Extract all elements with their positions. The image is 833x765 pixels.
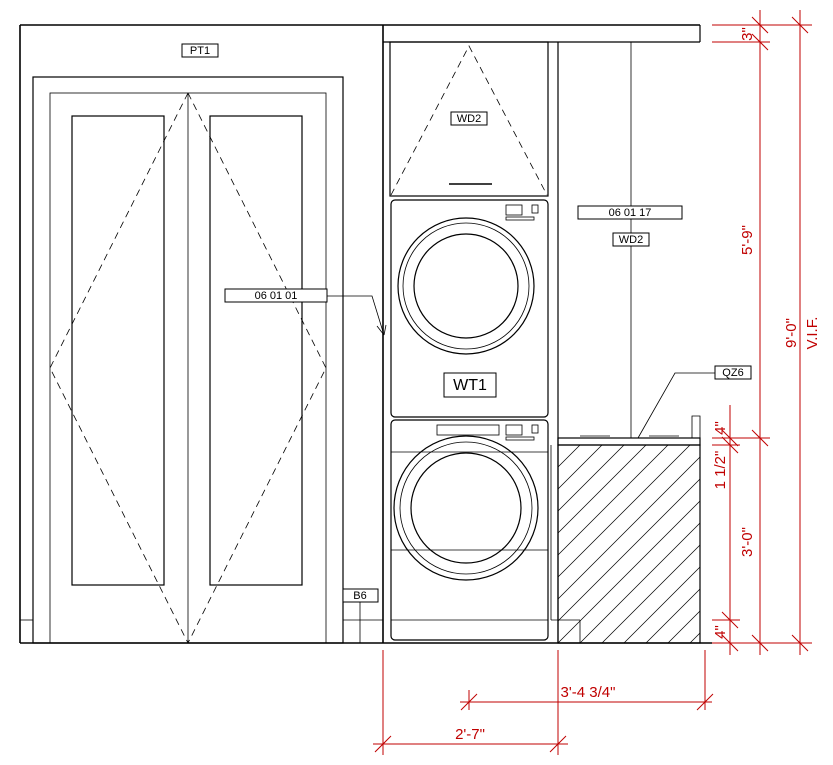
hatch-line [557,444,669,556]
washer-knob [531,424,539,434]
tick-a [751,16,769,34]
hatch-line [557,500,701,644]
tick-d [721,429,739,447]
tick-f [721,611,739,629]
washer-display [505,424,523,436]
dim-text-top: 3" [739,27,756,41]
door-left-swing [49,92,189,644]
tick-e [721,436,739,454]
horizontal-dimensions: 3'-4 3/4" 2'-7" [373,650,714,755]
hatch-line [557,444,691,578]
tag-section-door-text: 06 01 01 [255,290,298,302]
tall-panel [550,42,632,643]
tag-qz6: QZ6 [637,365,752,439]
dryer-display [505,204,523,216]
double-door [20,76,383,644]
dryer-buttons [505,216,535,221]
tick-g [721,634,739,652]
dim-text-vif: V.I.F. [804,317,821,350]
base-cabinet [557,444,701,644]
tag-section-door-arrow-a [376,325,385,336]
base-cabinet-hatch [557,444,701,644]
hatch-line [557,444,581,468]
tick-b [751,33,769,51]
stacked-laundry [390,199,549,641]
hatch-line [689,632,701,644]
tag-qz6-text: QZ6 [722,367,743,379]
hatch-line [557,444,603,490]
dryer-door-glass [413,233,519,339]
washer-door-ring [399,441,533,575]
tag-b6: B6 [342,588,379,643]
dim-text-3-4-3-4: 3'-4 3/4" [561,684,616,701]
dim-text-counter-4: 4" [712,421,729,435]
dim-text-kick: 4" [712,625,729,639]
tick-h [751,634,769,652]
washer-body [390,419,549,641]
upper-cabinet-box [389,41,549,197]
tick-n [549,735,567,753]
tick-j [791,634,809,652]
countertop [557,437,701,446]
hatch-line [601,544,701,644]
dryer-door-outer [397,217,535,355]
hatch-line [579,522,701,644]
tag-section-panel-text: 06 01 17 [609,207,652,219]
tag-section-door-arrow-b [383,324,387,336]
washer-door-outer [393,435,539,581]
tag-pt1-text: PT1 [190,45,210,57]
tick-i [791,16,809,34]
dim-text-counter-1-5: 1 1/2" [712,451,729,490]
tag-wd2-panel-text: WD2 [619,234,643,246]
tag-wt1: WT1 [443,372,497,398]
tag-qz6-leader [637,372,715,439]
tag-b6-text: B6 [353,590,366,602]
tag-wd2-panel: WD2 [612,232,650,247]
dim-text-base: 3'-0" [739,527,756,557]
dryer-door-ring [402,222,530,350]
door-left-panel [71,115,165,586]
hatch-line [623,566,701,644]
tick-l [696,693,714,711]
upper-cabinet-swing [390,45,548,196]
hatch-line [557,444,625,512]
tag-wt1-text: WT1 [453,377,487,394]
dim-text-overall: 9'-0" [783,318,800,348]
dim-text-upper: 5'-9" [739,225,756,255]
door-right-panel [209,115,303,586]
dim-text-2-7: 2'-7" [455,726,485,743]
backsplash [691,415,701,445]
tag-wd2-cabinet-text: WD2 [457,113,481,125]
washer-buttons [505,436,535,441]
door-right-swing [187,92,327,644]
dryer-knob [531,204,539,214]
vertical-dimensions: 3" 5'-9" 9'-0" V.I.F. 4" 1 1/2" 3'-0" 4" [712,10,821,655]
tag-wd2-cabinet: WD2 [450,111,488,126]
hatch-line [557,444,647,534]
tick-c [751,429,769,447]
tag-pt1: PT1 [181,43,219,58]
washer-door-glass [410,452,522,564]
tag-section-door: 06 01 01 [224,288,387,336]
tag-section-panel: 06 01 17 [577,205,683,220]
tick-m [374,735,392,753]
hatch-line [645,588,701,644]
counter-and-base [557,415,701,644]
tick-k [460,693,478,711]
hatch-line [667,610,701,644]
tag-section-door-leader [327,295,385,336]
dryer-body [390,199,549,418]
washer-detergent-drawer [436,424,500,436]
hatch-line [557,478,701,622]
hatch-line [557,456,701,600]
upper-cabinet [389,41,556,197]
